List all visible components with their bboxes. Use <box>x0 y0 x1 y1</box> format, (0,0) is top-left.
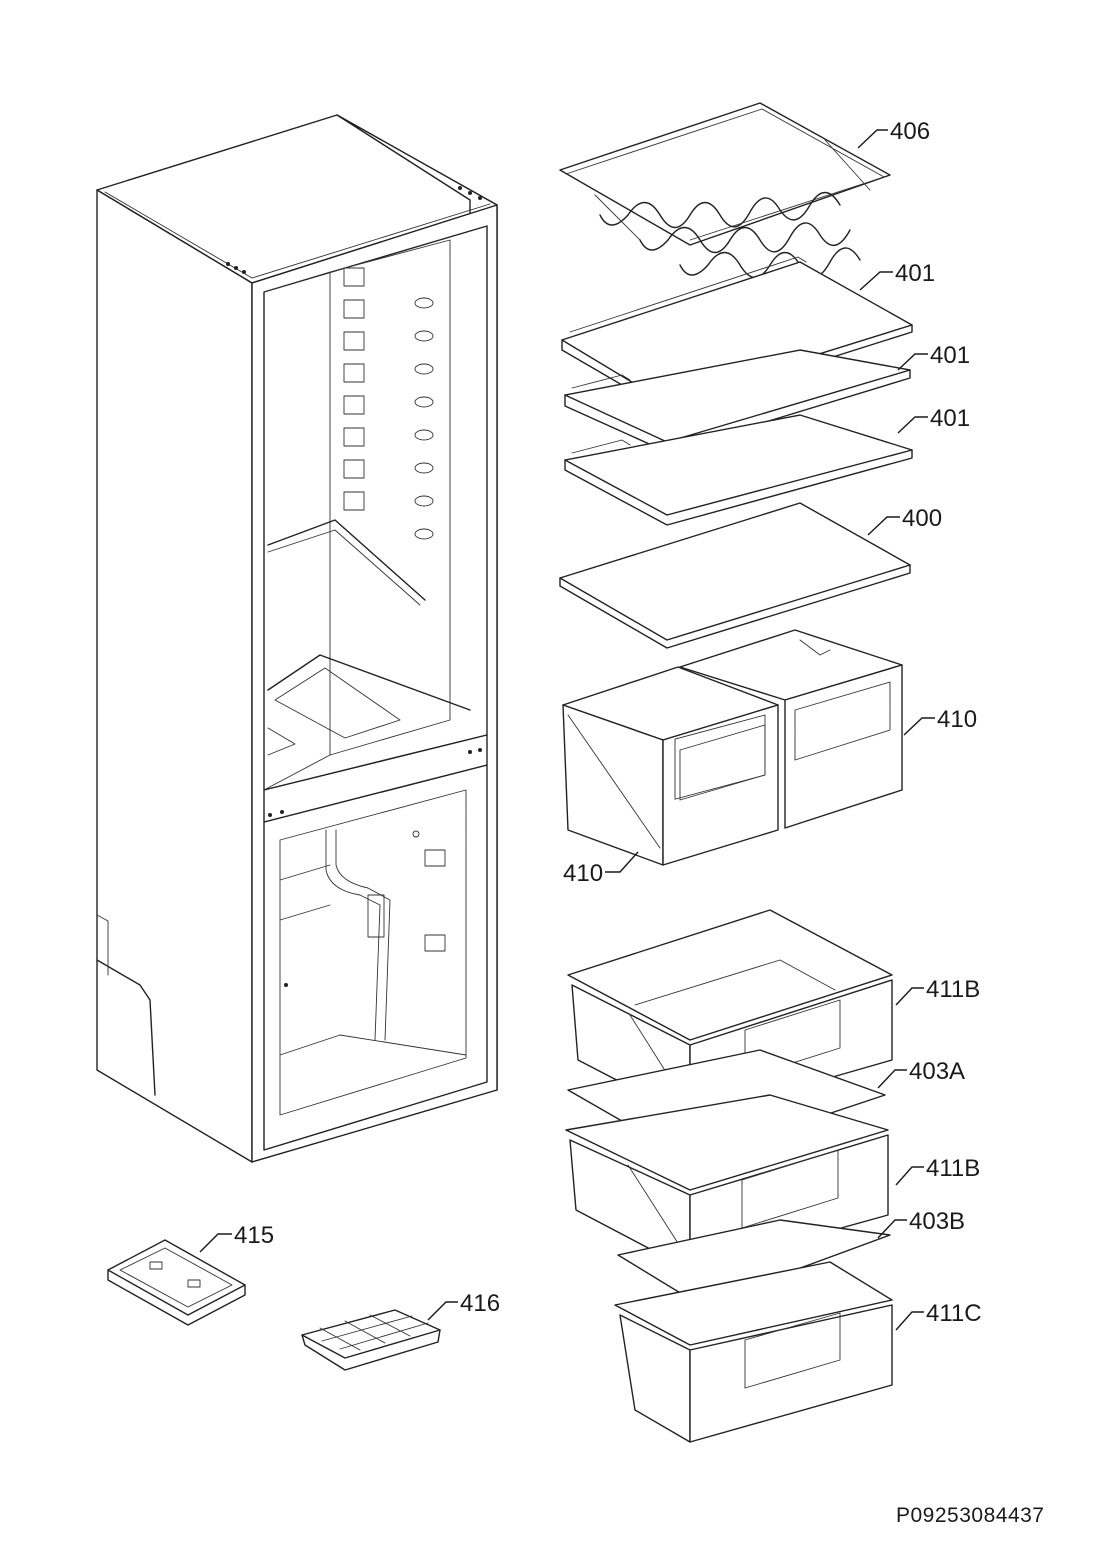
label-401-a: 401 <box>895 260 935 287</box>
label-400: 400 <box>902 505 942 532</box>
label-411c: 411C <box>926 1300 982 1327</box>
label-411b-lower: 411B <box>926 1155 980 1182</box>
crisper-drawer-410-right <box>679 629 903 829</box>
label-411b-upper: 411B <box>926 976 980 1003</box>
label-401-c: 401 <box>930 405 970 432</box>
label-406: 406 <box>890 118 930 145</box>
label-415: 415 <box>234 1222 274 1249</box>
ice-box-415 <box>107 1239 246 1326</box>
label-403a: 403A <box>909 1058 965 1085</box>
drawing-code: P09253084437 <box>896 1504 1044 1527</box>
callout-leaders <box>199 129 935 1331</box>
label-403b: 403B <box>909 1208 965 1235</box>
label-416: 416 <box>460 1290 500 1317</box>
shelf-supports-left <box>343 267 365 511</box>
crisper-drawer-410-left <box>562 666 779 866</box>
wine-rack <box>559 102 891 279</box>
divider-plate-403b <box>617 1219 891 1306</box>
label-401-b: 401 <box>930 342 970 369</box>
glass-shelf-400 <box>559 502 911 649</box>
glass-shelf-401-c <box>564 414 913 526</box>
freezer-drawer-411c <box>614 1261 893 1443</box>
fridge-cabinet <box>96 114 498 1163</box>
part-number-labels: 406 401 401 401 400 410 410 411B 403A 41… <box>234 118 982 1327</box>
label-410-left: 410 <box>563 860 603 887</box>
label-410-right: 410 <box>937 706 977 733</box>
glass-shelf-401-b <box>564 349 911 453</box>
shelf-supports-right <box>414 297 434 540</box>
ice-cube-tray-416 <box>301 1309 441 1371</box>
